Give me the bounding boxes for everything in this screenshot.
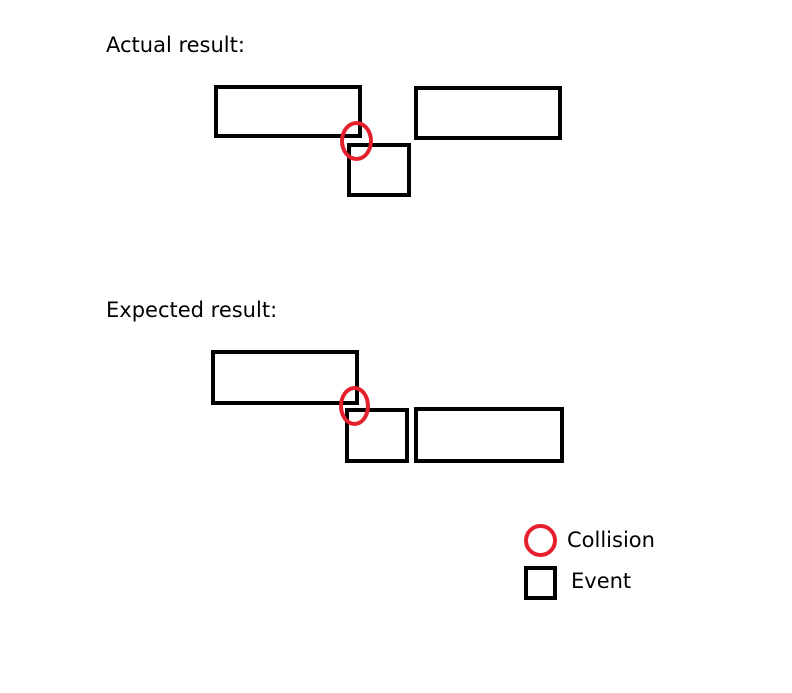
actual-collision-marker: [340, 121, 373, 161]
actual-event-box-right: [414, 86, 562, 140]
collision-circle-icon: [524, 524, 557, 557]
legend-collision-label: Collision: [567, 528, 655, 552]
actual-event-box-left: [214, 85, 362, 138]
expected-result-heading: Expected result:: [106, 298, 278, 322]
expected-event-box-small: [345, 408, 409, 463]
expected-event-box-left: [211, 350, 359, 405]
event-square-icon: [524, 566, 557, 600]
expected-event-box-right: [414, 407, 564, 463]
expected-collision-marker: [339, 386, 370, 426]
legend-event-label: Event: [571, 569, 632, 593]
actual-result-heading: Actual result:: [106, 33, 245, 57]
actual-event-box-small: [347, 143, 411, 197]
